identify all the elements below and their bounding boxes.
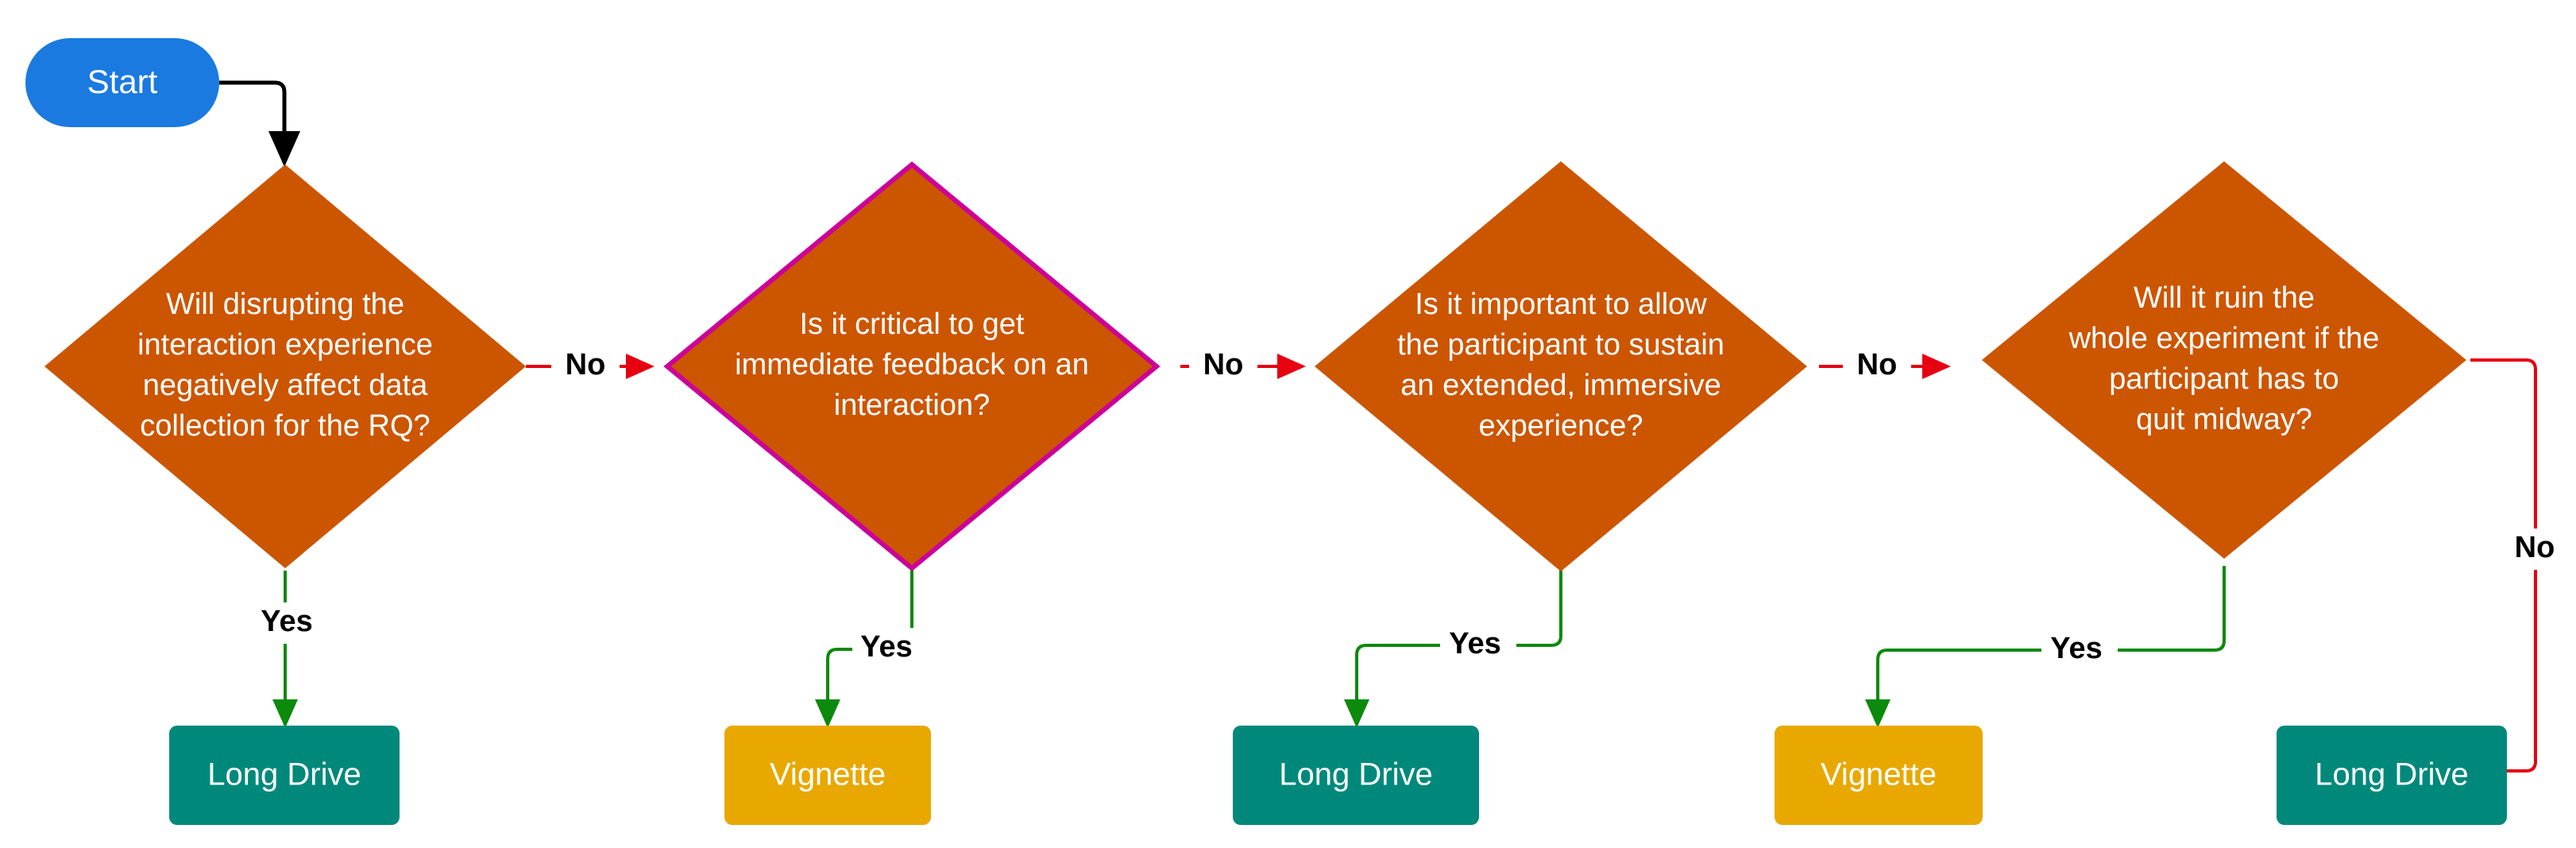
node-outcome-long-drive-3[interactable]: Long Drive [2277, 726, 2507, 825]
edge-label-backdrop-no-3 [1843, 347, 1911, 386]
node-decision-2[interactable]: Is it critical to get immediate feedback… [663, 161, 1161, 571]
node-decision-4-shape[interactable] [1982, 161, 2466, 559]
edge-start-to-d1-path [219, 80, 300, 167]
edge-label-yes-4: Yes [2050, 632, 2103, 665]
node-decision-1-line-2: interaction experience [137, 328, 433, 362]
edge-d1-to-d2: No [526, 347, 655, 386]
node-start-shape[interactable] [25, 38, 219, 127]
edge-d2-to-t2: Yes [815, 564, 929, 728]
node-outcome-vignette-1[interactable]: Vignette [724, 726, 931, 825]
edge-label-yes-3: Yes [1449, 627, 1501, 660]
node-decision-3[interactable]: Is it important to allow the participant… [1315, 161, 1807, 571]
edge-label-no-2: No [1203, 348, 1244, 381]
edge-d3-to-t3: Yes [1344, 556, 1562, 728]
node-outcome-vignette-2-label: Vignette [1821, 757, 1937, 792]
node-outcome-long-drive-1-shape[interactable] [169, 726, 400, 825]
node-decision-3-line-1: Is it important to allow [1415, 288, 1707, 321]
node-decision-4-line-3: participant has to [2109, 362, 2338, 396]
node-outcome-long-drive-2-label: Long Drive [1279, 757, 1432, 792]
edge-d2-to-d3: No [1180, 347, 1306, 386]
node-outcome-long-drive-1[interactable]: Long Drive [169, 726, 400, 825]
edge-label-yes-2: Yes [860, 630, 913, 664]
edge-label-backdrop-yes-2 [852, 628, 929, 669]
node-decision-3-shape[interactable] [1315, 161, 1807, 571]
node-decision-2-line-3: interaction? [834, 389, 990, 422]
node-decision-1-line-4: collection for the RQ? [140, 409, 430, 443]
node-decision-4[interactable]: Will it ruin the whole experiment if the… [1982, 161, 2466, 559]
node-decision-1[interactable]: Will disrupting the interaction experien… [44, 165, 526, 568]
node-outcome-long-drive-3-shape[interactable] [2277, 726, 2507, 825]
edge-label-no-1: No [566, 348, 606, 381]
edge-label-backdrop-yes-3 [1440, 625, 1516, 666]
node-outcome-long-drive-2[interactable]: Long Drive [1233, 726, 1479, 825]
node-outcome-long-drive-2-shape[interactable] [1233, 726, 1479, 825]
edge-d3-to-d4: No [1819, 347, 1951, 386]
edge-start-to-d1 [219, 80, 300, 167]
node-decision-2-line-2: immediate feedback on an [735, 348, 1089, 381]
edge-label-backdrop-no-4 [2501, 529, 2569, 570]
node-outcome-long-drive-3-label: Long Drive [2315, 757, 2468, 792]
edge-d4-to-t4: Yes [1865, 566, 2226, 728]
edge-label-yes-1: Yes [261, 605, 313, 638]
node-outcome-vignette-2-shape[interactable] [1775, 726, 1983, 825]
node-outcome-vignette-1-shape[interactable] [724, 726, 931, 825]
node-outcome-long-drive-1-label: Long Drive [207, 757, 361, 792]
edge-label-no-4: No [2515, 531, 2555, 564]
node-outcome-vignette-2[interactable]: Vignette [1775, 726, 1983, 825]
node-decision-4-line-4: quit midway? [2136, 403, 2312, 436]
node-decision-2-line-1: Is it critical to get [800, 308, 1025, 341]
edge-label-backdrop-yes-4 [2041, 629, 2118, 671]
edge-d4-to-t5: No [2427, 358, 2569, 784]
edge-d1-to-t1: Yes [253, 571, 329, 728]
node-decision-3-line-2: the participant to sustain [1397, 328, 1724, 362]
node-decision-4-line-2: whole experiment if the [2068, 322, 2380, 355]
node-decision-3-line-3: an extended, immersive [1400, 369, 1721, 402]
node-decision-4-line-1: Will it ruin the [2134, 281, 2315, 315]
node-start[interactable]: Start [25, 38, 219, 127]
edge-label-backdrop-yes-1 [253, 602, 329, 644]
edge-label-backdrop-no-1 [551, 347, 620, 386]
node-decision-1-shape[interactable] [44, 165, 526, 568]
node-start-label: Start [87, 63, 158, 100]
node-decision-1-line-1: Will disrupting the [166, 288, 404, 321]
node-outcome-vignette-1-label: Vignette [770, 757, 886, 792]
node-decision-1-line-3: negatively affect data [143, 369, 428, 402]
edge-label-backdrop-no-2 [1189, 347, 1257, 386]
edge-label-no-3: No [1857, 348, 1898, 381]
node-decision-3-line-4: experience? [1478, 409, 1643, 443]
node-decision-2-shape[interactable] [663, 161, 1161, 571]
